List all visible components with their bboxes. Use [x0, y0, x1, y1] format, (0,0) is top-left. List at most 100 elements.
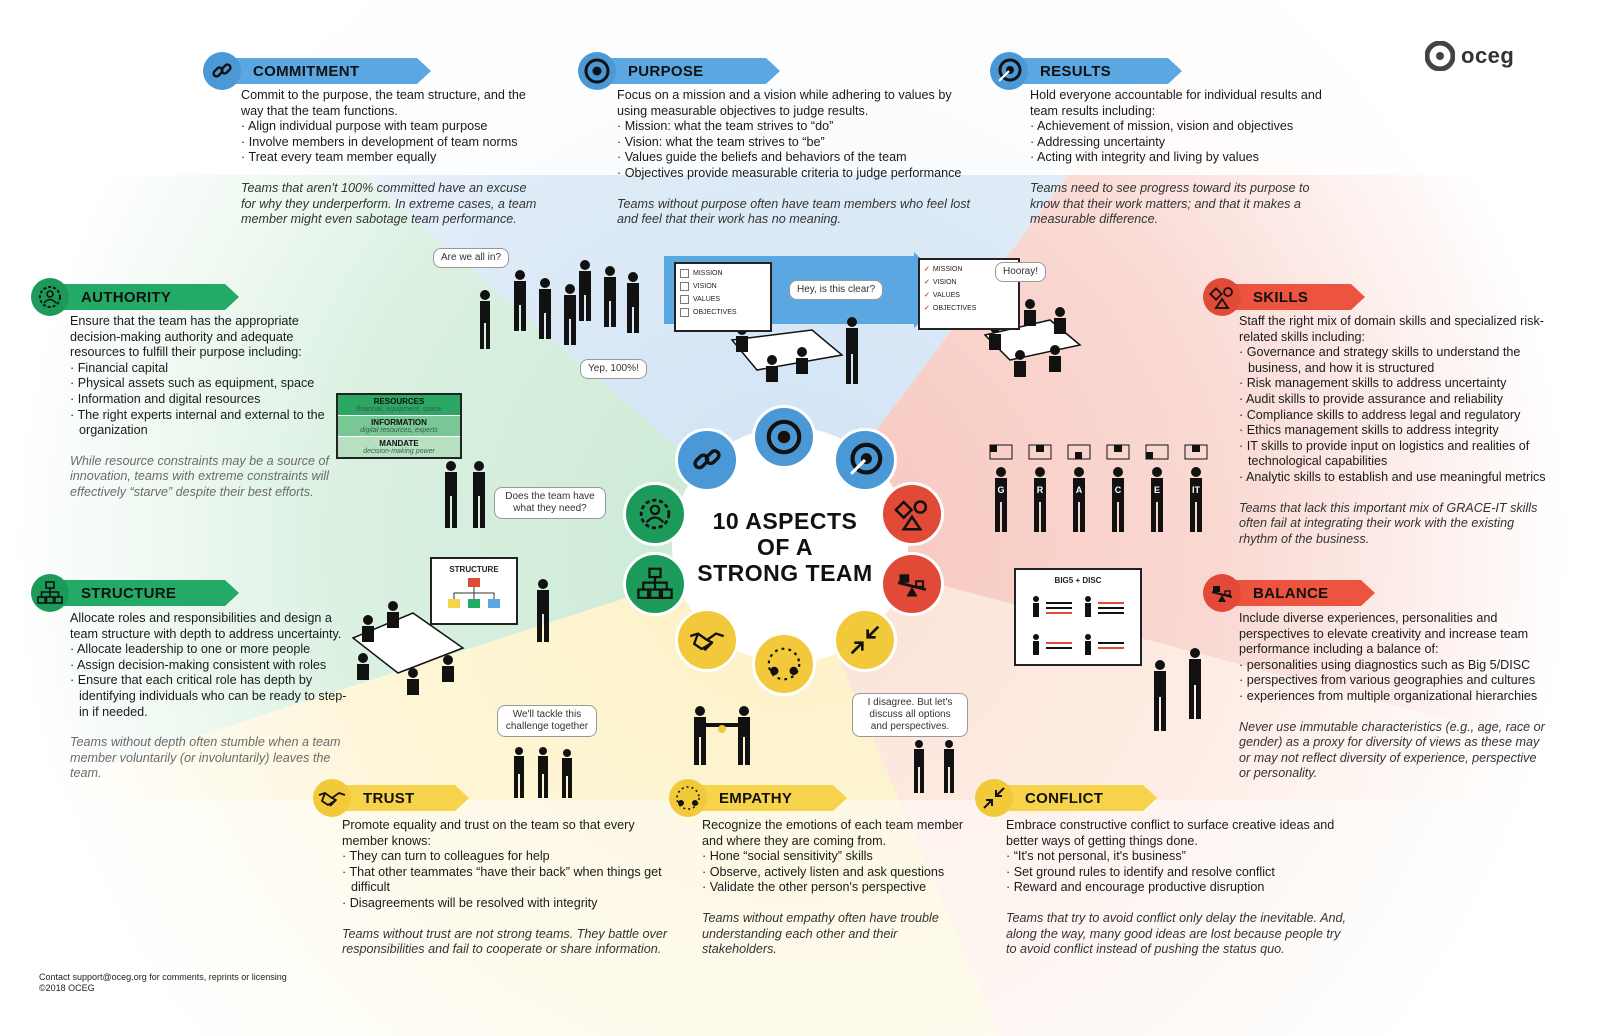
- center-title-line: STRONG TEAM: [697, 560, 873, 586]
- conflict-body: Embrace constructive conflict to surface…: [1006, 818, 1351, 958]
- person-gear-icon: [639, 498, 671, 530]
- commitment-bullet: Treat every team member equally: [241, 150, 541, 166]
- purpose-bullet: Values guide the beliefs and behaviors o…: [617, 150, 977, 166]
- structure-title: STRUCTURE: [49, 580, 239, 606]
- purpose-bullet: Objectives provide measurable criteria t…: [617, 166, 977, 182]
- balance-intro: Include diverse experiences, personaliti…: [1239, 611, 1529, 657]
- structure-meeting-illustration: [351, 579, 549, 695]
- ring-trust: [675, 608, 739, 672]
- ring-authority: [623, 482, 687, 546]
- empathy-tag: EMPATHY: [669, 779, 815, 817]
- person-gear-icon: [31, 278, 69, 316]
- skills-bullet: Compliance skills to address legal and r…: [1239, 408, 1549, 424]
- footer-contact: Contact support@oceg.org for comments, r…: [39, 972, 287, 982]
- ring-structure: [623, 552, 687, 616]
- skills-bullet: Risk management skills to address uncert…: [1239, 376, 1549, 392]
- structure-note: Teams without depth often stumble when a…: [70, 735, 341, 781]
- results-bullet: Achievement of mission, vision and objec…: [1030, 119, 1330, 135]
- seesaw-icon: [1203, 574, 1241, 612]
- structure-bullet: Allocate leadership to one or more peopl…: [70, 642, 350, 658]
- commitment-bullet: Involve members in development of team n…: [241, 135, 541, 151]
- trust-tag: TRUST: [313, 779, 437, 817]
- authority-tag: AUTHORITY: [31, 278, 207, 316]
- skills-note: Teams that lack this important mix of GR…: [1239, 500, 1538, 546]
- footer: Contact support@oceg.org for comments, r…: [39, 972, 287, 994]
- grace-letter: E: [1154, 485, 1160, 495]
- handshake-icon: [313, 779, 351, 817]
- results-title: RESULTS: [1008, 58, 1182, 84]
- authority-body: Ensure that the team has the appropriate…: [70, 314, 340, 501]
- purpose-title: PURPOSE: [596, 58, 780, 84]
- bullseye-arrow-icon: [850, 442, 883, 475]
- balance-body: Include diverse experiences, personaliti…: [1239, 611, 1549, 782]
- checklist-item: ✓VISION: [924, 279, 957, 286]
- speech-bubble: I disagree. But let's discuss all option…: [852, 693, 968, 737]
- results-bullet: Acting with integrity and living by valu…: [1030, 150, 1330, 166]
- commitment-body: Commit to the purpose, the team structur…: [241, 88, 541, 228]
- grace-letter: R: [1037, 485, 1044, 495]
- empathy-body: Recognize the emotions of each team memb…: [702, 818, 972, 958]
- speech-bubble: Are we all in?: [433, 248, 510, 268]
- skills-bullet: Governance and strategy skills to unders…: [1239, 345, 1549, 376]
- trust-bullet: They can turn to colleagues for help: [342, 849, 672, 865]
- empathy-circle-icon: [669, 779, 707, 817]
- authority-bullet: Financial capital: [70, 361, 340, 377]
- results-bullet: Addressing uncertainty: [1030, 135, 1330, 151]
- ring-purpose: [752, 405, 816, 469]
- logo-text: oceg: [1461, 43, 1515, 68]
- checklist-item: OBJECTIVES: [680, 306, 766, 319]
- checklist-item: VISION: [680, 280, 766, 293]
- conflict-bullet: “It's not personal, it's business”: [1006, 849, 1351, 865]
- checklist-item: MISSION: [680, 267, 766, 280]
- conflict-bullet: Reward and encourage productive disrupti…: [1006, 880, 1351, 896]
- oceg-logo-icon: [1425, 41, 1455, 71]
- center-title-line: OF A: [756, 534, 814, 560]
- org-chart-icon: [31, 574, 69, 612]
- skills-title: SKILLS: [1221, 284, 1365, 310]
- arrows-inward-icon: [850, 625, 880, 655]
- shapes-icon: [894, 500, 928, 531]
- conflict-people-illustration: [914, 740, 954, 793]
- handshake-icon: [689, 632, 725, 652]
- results-tag: RESULTS: [990, 52, 1150, 90]
- grace-letter: G: [997, 485, 1004, 495]
- big5-disc-label: BIG5 + DISC: [1054, 576, 1102, 585]
- big5-disc-graphic: [1033, 596, 1124, 655]
- results-meeting-illustration: [983, 299, 1082, 377]
- skills-bullet: Ethics management skills to address inte…: [1239, 423, 1549, 439]
- grace-letter: IT: [1192, 485, 1201, 495]
- checklist-item: VALUES: [680, 293, 766, 306]
- balance-bullet: perspectives from various geographies an…: [1239, 673, 1549, 689]
- empathy-note: Teams without empathy often have trouble…: [702, 910, 939, 957]
- grace-letter: C: [1115, 485, 1122, 495]
- skills-intro: Staff the right mix of domain skills and…: [1239, 314, 1544, 344]
- empathy-title: EMPATHY: [687, 785, 847, 811]
- center-title-line: 10 ASPECTS: [712, 508, 858, 534]
- authority-bullet: Information and digital resources: [70, 392, 340, 408]
- ring-skills: [880, 482, 944, 546]
- empathy-bullet: Validate the other person's perspective: [702, 880, 972, 896]
- checklist-item: ✓OBJECTIVES: [924, 305, 977, 312]
- center-title: 10 ASPECTS OF A STRONG TEAM: [680, 508, 890, 586]
- purpose-checklist-board: MISSION VISION VALUES OBJECTIVES: [674, 262, 772, 332]
- seesaw-icon: [897, 574, 927, 597]
- results-intro: Hold everyone accountable for individual…: [1030, 88, 1322, 118]
- empathy-circle-icon: [767, 647, 801, 681]
- bullseye-arrow-icon: [990, 52, 1028, 90]
- footer-copyright: ©2018 OCEG: [39, 983, 95, 993]
- conflict-note: Teams that try to avoid conflict only de…: [1006, 910, 1346, 957]
- structure-body: Allocate roles and responsibilities and …: [70, 611, 350, 782]
- purpose-bullet: Mission: what the team strives to “do”: [617, 119, 977, 135]
- speech-bubble: Hooray!: [995, 262, 1047, 282]
- skills-bullet: Audit skills to provide assurance and re…: [1239, 392, 1549, 408]
- authority-bullet: Physical assets such as equipment, space: [70, 376, 340, 392]
- conflict-tag: CONFLICT: [975, 779, 1125, 817]
- empathy-intro: Recognize the emotions of each team memb…: [702, 818, 964, 848]
- trust-bullet: That other teammates “have their back” w…: [342, 865, 672, 896]
- checklist-item: ✓VALUES: [924, 292, 960, 299]
- structure-board: STRUCTURE: [430, 557, 518, 625]
- purpose-tag: PURPOSE: [578, 52, 748, 90]
- grace-letter: A: [1076, 485, 1083, 495]
